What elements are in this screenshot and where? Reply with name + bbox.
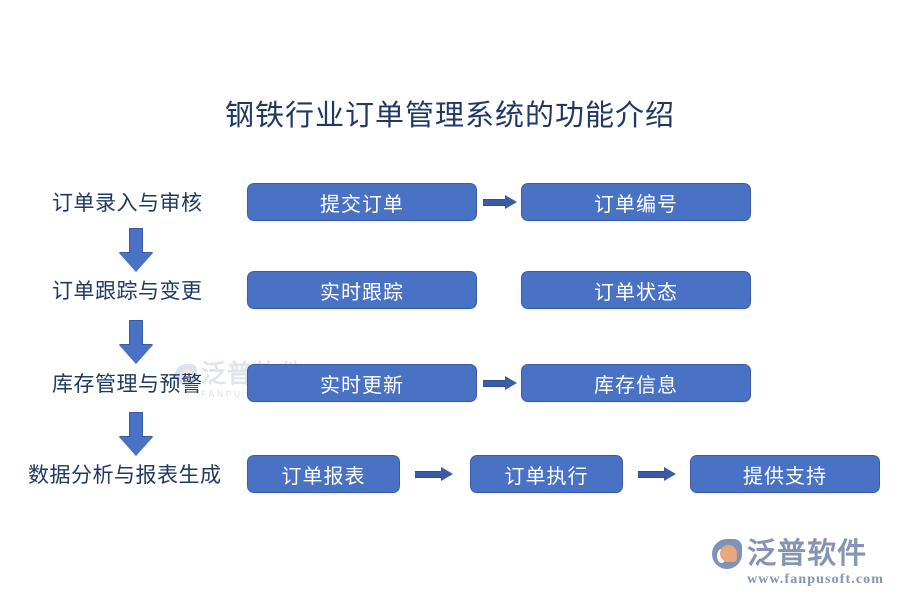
page-title: 钢铁行业订单管理系统的功能介绍 <box>224 100 675 132</box>
arrow-right-icon <box>638 467 676 481</box>
row-label-order-entry: 订单录入与审核 <box>52 191 203 215</box>
node-order-execution[interactable]: 订单执行 <box>470 455 623 493</box>
fanpu-logo-icon <box>712 539 743 569</box>
flow-row-4: 数据分析与报表生成 订单报表 订单执行 提供支持 <box>0 455 900 495</box>
logo-url: www.fanpusoft.com <box>747 572 884 587</box>
down-arrow-icon <box>119 320 153 364</box>
node-order-status[interactable]: 订单状态 <box>521 271 751 309</box>
node-order-report[interactable]: 订单报表 <box>247 455 400 493</box>
flow-row-1: 订单录入与审核 提交订单 订单编号 <box>0 183 900 223</box>
brand-logo: 泛普软件 www.fanpusoft.com <box>712 539 884 588</box>
row-label-inventory: 库存管理与预警 <box>52 372 203 396</box>
logo-top-row: 泛普软件 <box>712 539 884 569</box>
logo-name: 泛普软件 <box>747 537 868 570</box>
node-order-number[interactable]: 订单编号 <box>521 183 751 221</box>
down-arrow-icon <box>119 412 153 456</box>
arrow-right-icon <box>415 467 453 481</box>
row-label-data-analysis: 数据分析与报表生成 <box>28 463 222 487</box>
node-realtime-tracking[interactable]: 实时跟踪 <box>247 271 477 309</box>
flow-row-3: 库存管理与预警 实时更新 库存信息 <box>0 364 900 404</box>
node-submit-order[interactable]: 提交订单 <box>247 183 477 221</box>
arrow-right-icon <box>483 376 517 390</box>
row-label-order-tracking: 订单跟踪与变更 <box>52 279 203 303</box>
down-arrow-icon <box>119 228 153 272</box>
node-realtime-update[interactable]: 实时更新 <box>247 364 477 402</box>
arrow-right-icon <box>483 195 517 209</box>
node-inventory-info[interactable]: 库存信息 <box>521 364 751 402</box>
flow-row-2: 订单跟踪与变更 实时跟踪 订单状态 <box>0 271 900 311</box>
node-provide-support[interactable]: 提供支持 <box>690 455 880 493</box>
